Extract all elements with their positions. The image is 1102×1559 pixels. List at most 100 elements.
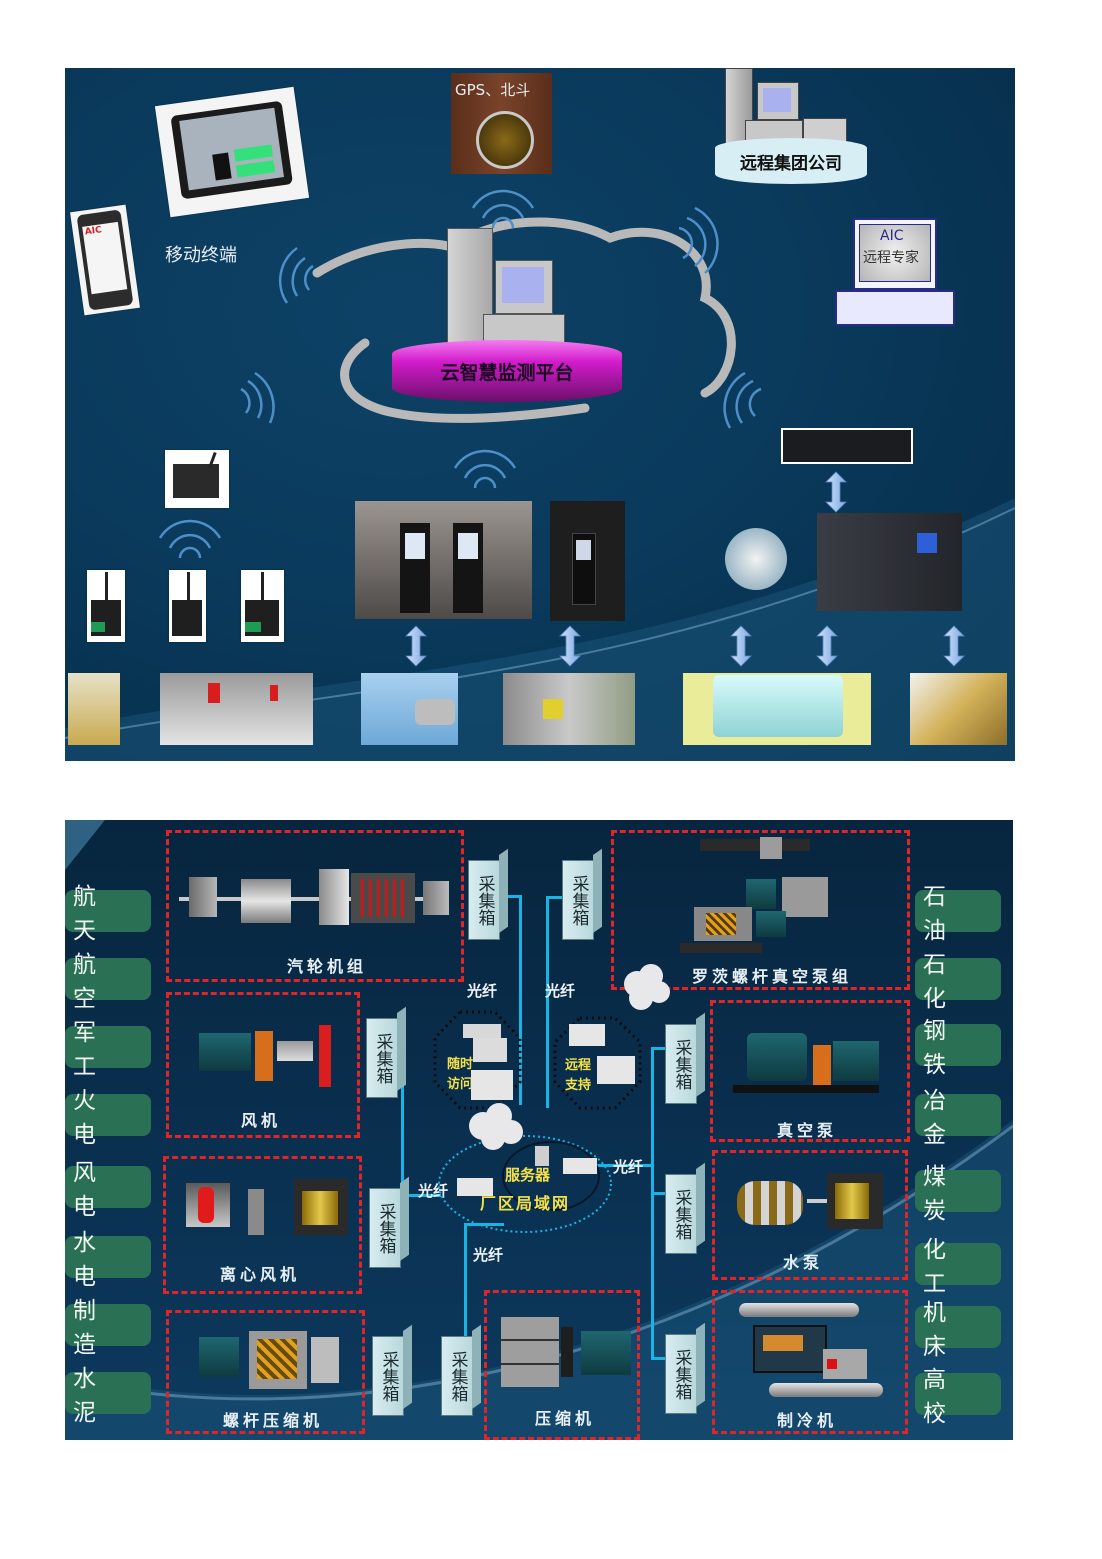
collector-box: 采集箱 — [665, 1174, 697, 1254]
industry-tag-cement[interactable]: 水 泥 — [65, 1366, 151, 1426]
double-arrow-icon — [825, 471, 847, 513]
desktop-thumbnail — [471, 1070, 513, 1100]
industry-tag-manufacturing[interactable]: 制 造 — [65, 1298, 151, 1358]
connection-arrows — [405, 471, 965, 667]
wifi-icon — [723, 371, 762, 429]
industry-tag-university[interactable]: 高 校 — [915, 1367, 1001, 1427]
centrifugal-fan-icon — [186, 1179, 348, 1249]
gps-beidou-icon: GPS、北斗 — [451, 73, 552, 174]
fiber-line — [401, 1048, 404, 1248]
fan-label: 风机 — [241, 1111, 282, 1130]
cloud-icon — [624, 964, 670, 1010]
group-company-base: 远程集团公司 — [715, 138, 867, 184]
water-pump-label: 水泵 — [783, 1253, 824, 1272]
wifi-icon — [471, 189, 535, 229]
turbine-shaft-image — [503, 673, 635, 745]
fiber-line — [651, 1047, 669, 1050]
wireless-sensor-image — [241, 570, 284, 642]
roots-vacuum-pump-icon — [680, 837, 840, 957]
fiber-line — [651, 1357, 669, 1360]
collector-box: 采集箱 — [369, 1188, 401, 1268]
server-circle — [502, 1141, 600, 1211]
data-card-icon — [725, 528, 787, 590]
wifi-icon — [158, 519, 222, 559]
industry-tag-aerospace[interactable]: 航 天 — [65, 884, 151, 944]
cloud-icon — [469, 1103, 523, 1150]
desktop-thumbnail — [597, 1056, 635, 1084]
pump-motor-image — [361, 673, 458, 745]
remote-support-label: 远程支持 — [565, 1058, 592, 1093]
laptop-thumbnail — [569, 1024, 605, 1046]
fiber-line — [651, 1192, 669, 1195]
network-switch-image — [781, 428, 913, 464]
fiber-line — [546, 898, 549, 1108]
industry-tag-aviation[interactable]: 航 空 — [65, 952, 151, 1012]
platform-label: 云智慧监测平台 — [440, 361, 574, 384]
centrifugal-fan-label: 离心风机 — [220, 1265, 301, 1284]
remote-support-octagon — [553, 1016, 642, 1110]
remote-expert-laptop-icon: AIC 远程专家 — [835, 216, 955, 328]
expert-brand-label: AIC — [880, 228, 904, 244]
collector-box: 采集箱 — [441, 1336, 473, 1416]
collector-box: 采集箱 — [366, 1018, 398, 1098]
industry-tag-wind-power[interactable]: 风 电 — [65, 1160, 151, 1220]
double-arrow-icon — [405, 625, 427, 667]
fiber-line — [519, 895, 522, 1105]
motor-generator-set-image — [160, 673, 313, 745]
machine-group-fan: 风机 — [166, 992, 360, 1138]
double-arrow-icon — [816, 625, 838, 667]
wifi-icon — [278, 246, 314, 304]
fiber-label: 光纤 — [473, 1246, 504, 1264]
wifi-icon — [453, 449, 517, 489]
machine-group-centrifugal-fan: 离心风机 — [163, 1156, 362, 1294]
machine-group-refrigerator: 制冷机 — [712, 1290, 908, 1434]
industry-tag-coal[interactable]: 煤 炭 — [915, 1164, 1001, 1224]
water-pump-icon — [737, 1169, 887, 1239]
industry-tag-military[interactable]: 军 工 — [65, 1020, 151, 1080]
collector-box: 采集箱 — [372, 1336, 404, 1416]
collector-box: 采集箱 — [468, 860, 500, 940]
valve-equipment-image — [68, 673, 120, 745]
cloud-outline — [312, 217, 736, 398]
platform-label-base: 云智慧监测平台 — [392, 340, 622, 402]
portable-analyzer-photo — [550, 501, 625, 621]
compressor-label: 压缩机 — [535, 1409, 596, 1428]
industry-tag-metallurgy[interactable]: 冶 金 — [915, 1088, 1001, 1148]
laptop-thumbnail — [563, 1158, 597, 1174]
desktop-thumbnail — [457, 1178, 493, 1196]
fiber-line — [464, 1223, 467, 1363]
double-arrow-icon — [943, 625, 965, 667]
wifi-icon — [240, 371, 275, 424]
turbine-label: 汽轮机组 — [287, 957, 368, 976]
wireless-sensor-image — [169, 570, 206, 642]
collector-box: 采集箱 — [665, 1334, 697, 1414]
gps-label: GPS、北斗 — [455, 81, 531, 99]
fiber-label: 光纤 — [613, 1158, 644, 1176]
refrigerator-icon — [739, 1303, 889, 1407]
screw-compressor-label: 螺杆压缩机 — [223, 1411, 324, 1430]
roots-vacuum-label: 罗茨螺杆真空泵组 — [692, 967, 853, 986]
cloud-monitoring-architecture-diagram: AIC 移动终端 GPS、北斗 云智慧监测平台 远程集团公司 AIC 远程专家 — [65, 68, 1015, 761]
fiber-line — [401, 1194, 441, 1197]
laptop-thumbnail — [473, 1038, 507, 1062]
vacuum-pump-label: 真空泵 — [777, 1121, 838, 1140]
plant-lan-monitoring-diagram: 航 天 航 空 军 工 火 电 风 电 水 电 制 造 水 泥 石 油 石 化 … — [65, 820, 1013, 1440]
server-workstation-icon — [447, 228, 567, 348]
turbine-icon — [179, 869, 449, 925]
industry-tag-thermal-power[interactable]: 火 电 — [65, 1088, 151, 1148]
fiber-line — [546, 896, 562, 899]
fiber-label: 光纤 — [418, 1182, 449, 1200]
machine-group-turbine: 汽轮机组 — [166, 830, 464, 982]
collector-box: 采集箱 — [665, 1024, 697, 1104]
expert-label: 远程专家 — [863, 250, 919, 266]
mobile-terminal-label: 移动终端 — [165, 245, 237, 266]
wifi-icon — [678, 206, 719, 274]
server-label: 服务器 — [505, 1166, 551, 1184]
double-arrow-icon — [730, 625, 752, 667]
server-icon — [535, 1146, 549, 1166]
plant-lan-label: 厂区局域网 — [480, 1194, 571, 1213]
wireless-gateway-image — [165, 450, 229, 508]
fiber-line — [651, 1047, 654, 1359]
fiber-label: 光纤 — [467, 982, 498, 1000]
vacuum-pump-icon — [733, 1023, 883, 1093]
